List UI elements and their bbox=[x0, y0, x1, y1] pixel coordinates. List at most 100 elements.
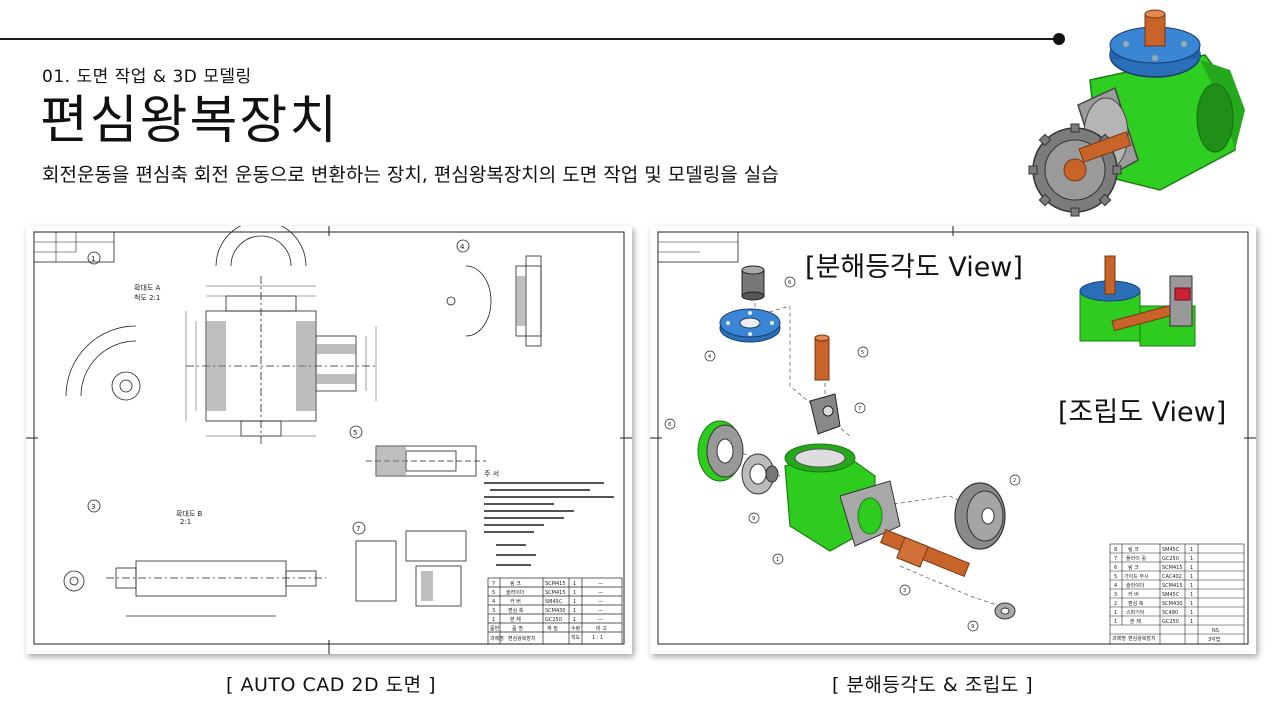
tb-row-3-qty: 1 bbox=[573, 599, 576, 605]
header-divider-line bbox=[0, 38, 1058, 40]
tb-row-2-name: 슬라이더 bbox=[506, 589, 524, 596]
svg-text:8: 8 bbox=[668, 422, 671, 428]
rtb-row-3-material: SCM415 bbox=[1162, 565, 1183, 571]
autocad-2d-drawing-panel: 1 4 5 3 7 확대도 A 척도 2:1 bbox=[26, 226, 632, 654]
rtb-angle-value: 3각법 bbox=[1208, 636, 1220, 643]
assembly-view-label: [조립도 View] bbox=[1058, 397, 1226, 428]
rtb-row-8-material: SC480 bbox=[1162, 610, 1178, 616]
tb-header-no: 품번 bbox=[490, 625, 500, 632]
rtb-row-2-qty: 1 bbox=[1190, 556, 1193, 562]
rtb-row-3-name: 링 크 bbox=[1128, 564, 1139, 571]
header-divider-dot bbox=[1053, 33, 1065, 45]
rtb-row-4-material: CAC402 bbox=[1162, 574, 1182, 580]
rtb-row-7-name: 편심 축 bbox=[1128, 600, 1144, 607]
tb-header-material: 재 질 bbox=[547, 625, 558, 632]
rtb-row-9-no: 1 bbox=[1114, 619, 1117, 625]
svg-text:9: 9 bbox=[752, 516, 755, 522]
rtb-row-3-no: 6 bbox=[1114, 565, 1117, 571]
svg-text:5: 5 bbox=[861, 350, 864, 356]
rtb-row-1-material: SM45C bbox=[1162, 547, 1180, 553]
detail-a-label: 확대도 A bbox=[134, 283, 161, 292]
tb-row-4-qty: 1 bbox=[573, 608, 576, 614]
rtb-row-8-name: 스퍼기어 bbox=[1126, 609, 1144, 616]
tb-header-qty: 수량 bbox=[571, 625, 581, 632]
svg-text:7: 7 bbox=[858, 406, 861, 412]
svg-text:1: 1 bbox=[91, 255, 95, 263]
tb-row-5-name: 본 체 bbox=[510, 616, 521, 623]
rtb-project-label: 과제명 bbox=[1112, 635, 1126, 642]
tb-row-3-no: 4 bbox=[492, 599, 495, 605]
tb-row-4-material: SCM430 bbox=[545, 608, 566, 614]
rtb-row-3-qty: 1 bbox=[1190, 565, 1193, 571]
rtb-row-6-no: 3 bbox=[1114, 592, 1117, 598]
rtb-scale-value: NS bbox=[1212, 628, 1219, 634]
rtb-row-8-no: 1 bbox=[1114, 610, 1117, 616]
tb-scale-value: 1 : 1 bbox=[592, 635, 603, 641]
rtb-row-1-no: 8 bbox=[1114, 547, 1117, 553]
rtb-row-2-no: 7 bbox=[1114, 556, 1117, 562]
svg-text:1: 1 bbox=[776, 557, 779, 563]
tb-row-2-material: SCM415 bbox=[545, 590, 566, 596]
tb-row-4-no: 3 bbox=[492, 608, 495, 614]
tb-row-3-material: SM45C bbox=[545, 599, 563, 605]
tb-row-3-name: 커 버 bbox=[510, 598, 521, 605]
tb-scale-label: 척도 bbox=[571, 634, 581, 641]
rtb-row-1-name: 링 크 bbox=[1128, 546, 1139, 553]
svg-text:3: 3 bbox=[903, 588, 906, 594]
tb-row-5-note: — bbox=[598, 617, 603, 623]
svg-text:4: 4 bbox=[708, 354, 711, 360]
tb-header-name: 품 명 bbox=[512, 625, 523, 632]
rtb-row-6-qty: 1 bbox=[1190, 592, 1193, 598]
tb-row-2-note: — bbox=[598, 590, 603, 596]
tb-row-4-note: — bbox=[598, 608, 603, 614]
tb-row-2-no: 5 bbox=[492, 590, 495, 596]
tb-row-5-no: 1 bbox=[492, 617, 495, 623]
rtb-row-5-material: SCM415 bbox=[1162, 583, 1183, 589]
svg-text:4: 4 bbox=[460, 243, 465, 251]
exploded-view-label: [분해등각도 View] bbox=[805, 252, 1023, 283]
rtb-row-9-material: GC250 bbox=[1162, 619, 1179, 625]
svg-text:5: 5 bbox=[353, 429, 357, 437]
rtb-row-4-name: 가이드 부시 bbox=[1124, 573, 1149, 580]
detail-b-scale-label: 2:1 bbox=[180, 518, 191, 526]
rtb-row-1-qty: 1 bbox=[1190, 547, 1193, 553]
rtb-row-9-qty: 1 bbox=[1190, 619, 1193, 625]
rtb-row-4-no: 5 bbox=[1114, 574, 1117, 580]
svg-text:2: 2 bbox=[1013, 478, 1016, 484]
rtb-row-2-name: 플라이 휠 bbox=[1126, 555, 1146, 562]
assembly-3d-render-image bbox=[1020, 0, 1270, 220]
rtb-row-8-qty: 1 bbox=[1190, 610, 1193, 616]
rtb-row-7-qty: 1 bbox=[1190, 601, 1193, 607]
tb-project-name: 편심왕복장치 bbox=[508, 635, 536, 642]
rtb-row-4-qty: 1 bbox=[1190, 574, 1193, 580]
svg-text:9: 9 bbox=[971, 624, 974, 630]
rtb-row-9-name: 본 체 bbox=[1130, 618, 1141, 625]
tb-header-note: 비 고 bbox=[596, 625, 607, 632]
tb-row-4-name: 편심 축 bbox=[508, 607, 524, 614]
tb-row-1-note: — bbox=[598, 581, 603, 587]
tb-row-5-qty: 1 bbox=[573, 617, 576, 623]
rtb-project-name: 편심왕복장치 bbox=[1128, 635, 1156, 642]
tb-row-1-qty: 1 bbox=[573, 581, 576, 587]
tb-row-1-material: SCM415 bbox=[545, 581, 566, 587]
rtb-row-5-qty: 1 bbox=[1190, 583, 1193, 589]
tb-row-1-no: 7 bbox=[492, 581, 495, 587]
tb-project-label: 과제명 bbox=[490, 635, 504, 642]
right-panel-caption: [ 분해등각도 & 조립도 ] bbox=[832, 674, 1034, 696]
notes-title: 주 서 bbox=[484, 469, 499, 478]
detail-b-label: 확대도 B bbox=[176, 509, 203, 518]
tb-row-2-qty: 1 bbox=[573, 590, 576, 596]
rtb-row-6-name: 커 버 bbox=[1128, 591, 1139, 598]
svg-text:3: 3 bbox=[91, 503, 95, 511]
rtb-row-5-no: 4 bbox=[1114, 583, 1117, 589]
detail-a-scale-label: 척도 2:1 bbox=[134, 294, 160, 302]
rtb-row-6-material: SM45C bbox=[1162, 592, 1180, 598]
tb-row-1-name: 링 크 bbox=[510, 580, 521, 587]
svg-text:7: 7 bbox=[356, 525, 360, 533]
rtb-row-5-name: 슬라이더 bbox=[1126, 582, 1144, 589]
page-title: 편심왕복장치 bbox=[40, 91, 340, 151]
tb-row-3-note: — bbox=[598, 599, 603, 605]
rtb-row-7-no: 2 bbox=[1114, 601, 1117, 607]
page-description: 회전운동을 편심축 회전 운동으로 변환하는 장치, 편심왕복장치의 도면 작업… bbox=[42, 164, 779, 186]
svg-text:6: 6 bbox=[788, 280, 791, 286]
